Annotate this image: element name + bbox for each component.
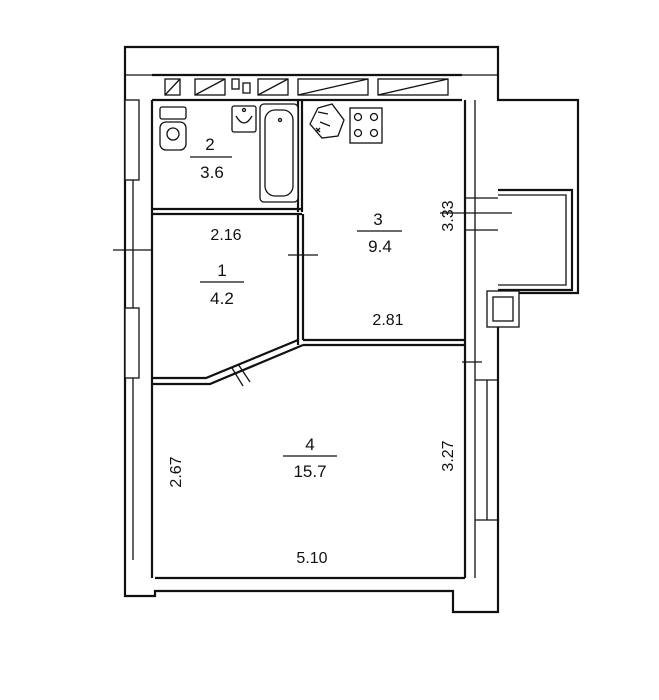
toilet-icon [159,106,187,151]
dimension-kitchen-depth: 3.33 [440,200,457,231]
room-number: 3 [373,210,382,229]
room-number: 4 [305,435,314,454]
door-marks [113,212,512,387]
kitchen-sink-icon [309,103,345,139]
room-2-label: 2 3.6 [190,135,232,182]
bathtub-icon [259,103,299,203]
balcony [465,188,574,328]
window-left-bottom [124,307,140,379]
room-1-label: 1 4.2 [200,261,244,308]
stove-icon [349,107,383,144]
room-3-label: 3 9.4 [357,210,402,256]
dimension-living-depth-right: 3.27 [440,440,457,471]
interior-walls [152,100,465,386]
dimension-corridor-width: 2.16 [210,227,241,244]
room-area: 3.6 [200,163,224,182]
top-windows [164,78,449,96]
room-area: 9.4 [368,237,392,256]
room-number: 1 [217,261,226,280]
room-number: 2 [205,135,214,154]
dimension-kitchen-width: 2.81 [372,312,403,329]
room-4-label: 4 15.7 [283,435,337,481]
dimension-living-width: 5.10 [296,550,327,567]
dimension-living-depth-left: 2.67 [168,456,185,487]
room-area: 4.2 [210,289,234,308]
outer-walls [123,45,580,614]
window-left-top [124,99,140,181]
room-area: 15.7 [293,462,326,481]
sink-icon [231,105,257,133]
